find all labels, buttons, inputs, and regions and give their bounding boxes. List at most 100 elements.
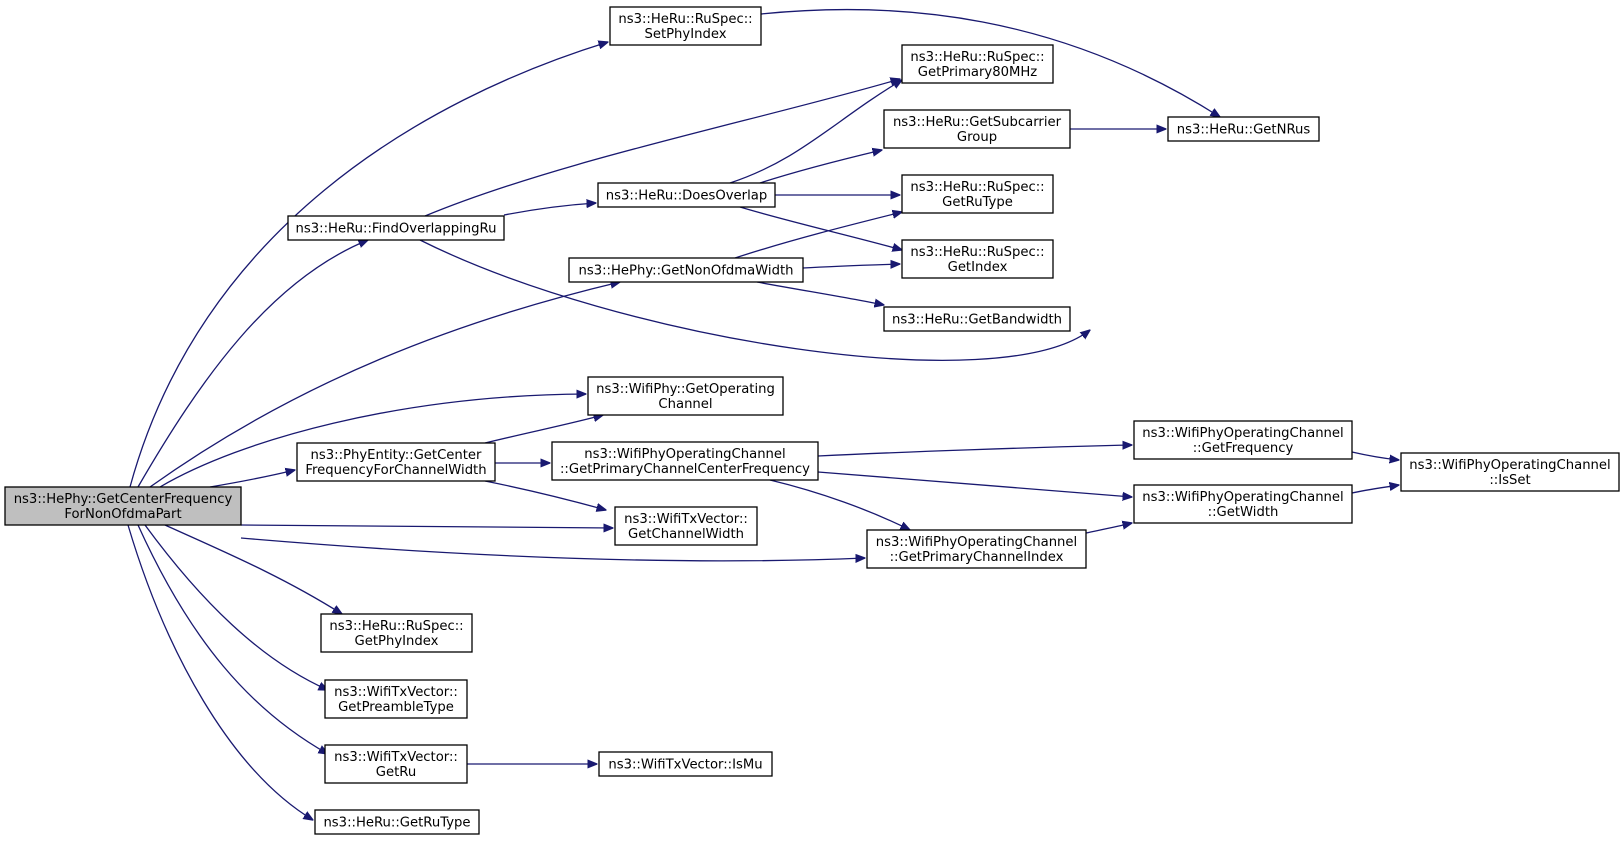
edge-line	[240, 537, 865, 561]
edge-line	[769, 479, 910, 530]
node-box[interactable]	[1133, 420, 1353, 460]
node-label-line: GetRuType	[942, 195, 1013, 210]
edge-n5-n8	[739, 206, 902, 250]
node-n7[interactable]: ns3::HeRu::FindOverlappingRu	[287, 215, 505, 241]
node-label-line: ns3::HeRu::GetSubcarrier	[893, 115, 1062, 130]
edge-n9-n10	[756, 281, 884, 305]
node-n20[interactable]: ns3::WifiTxVector::GetPreambleType	[324, 679, 468, 719]
node-box[interactable]	[320, 613, 473, 653]
node-box[interactable]	[568, 257, 804, 283]
node-label-line: GetPreambleType	[338, 700, 454, 715]
edge-n14-n15	[1351, 451, 1399, 460]
node-label-line: ns3::HePhy::GetNonOfdmaWidth	[578, 264, 793, 279]
node-box[interactable]	[901, 174, 1054, 214]
edge-n7-n4	[419, 239, 1090, 361]
node-n15[interactable]: ns3::WifiPhyOperatingChannel::IsSet	[1400, 452, 1620, 492]
edge-n13-n18	[769, 479, 910, 530]
node-label-line: ns3::HeRu::RuSpec::	[910, 50, 1044, 65]
node-box[interactable]	[1133, 484, 1353, 524]
node-label-line: ns3::HeRu::GetBandwidth	[892, 313, 1062, 328]
node-n1[interactable]: ns3::HeRu::RuSpec::SetPhyIndex	[609, 6, 762, 46]
node-box[interactable]	[901, 44, 1054, 84]
node-box[interactable]	[324, 679, 468, 719]
edge-n0-n19	[164, 524, 342, 614]
edge-n12-n16	[484, 480, 606, 510]
node-n8[interactable]: ns3::HeRu::RuSpec::GetIndex	[901, 239, 1054, 279]
node-box[interactable]	[314, 809, 480, 835]
node-n4[interactable]: ns3::HeRu::GetNRus	[1167, 116, 1320, 142]
node-n5[interactable]: ns3::HeRu::DoesOverlap	[597, 182, 776, 208]
edge-line	[817, 471, 1132, 497]
node-n13[interactable]: ns3::WifiPhyOperatingChannel::GetPrimary…	[551, 441, 819, 481]
edge-line	[756, 281, 884, 305]
edge-line	[484, 415, 603, 444]
node-box[interactable]	[1400, 452, 1620, 492]
edge-n0-n1	[129, 42, 608, 488]
node-n23[interactable]: ns3::HeRu::GetRuType	[314, 809, 480, 835]
node-label-line: ::IsSet	[1489, 473, 1530, 488]
edge-n7-n5	[503, 203, 596, 216]
node-n16[interactable]: ns3::WifiTxVector::GetChannelWidth	[614, 506, 758, 546]
node-n2[interactable]: ns3::HeRu::RuSpec::GetPrimary80MHz	[901, 44, 1054, 84]
node-n17[interactable]: ns3::WifiPhyOperatingChannel::GetWidth	[1133, 484, 1353, 524]
node-label-line: GetRu	[376, 765, 416, 780]
node-box[interactable]	[883, 306, 1071, 332]
node-n14[interactable]: ns3::WifiPhyOperatingChannel::GetFrequen…	[1133, 420, 1353, 460]
node-label-line: ns3::WifiPhyOperatingChannel	[584, 447, 785, 462]
node-n18[interactable]: ns3::WifiPhyOperatingChannel::GetPrimary…	[866, 529, 1087, 569]
node-label-line: ::GetWidth	[1208, 505, 1279, 520]
node-box[interactable]	[598, 751, 773, 777]
edge-line	[817, 445, 1132, 457]
node-label-line: Channel	[658, 397, 712, 412]
node-n0[interactable]: ns3::HePhy::GetCenterFrequencyForNonOfdm…	[4, 486, 242, 526]
edge-line	[802, 264, 900, 268]
edge-line	[419, 239, 1090, 361]
node-box[interactable]	[614, 506, 758, 546]
node-box[interactable]	[324, 744, 468, 784]
edge-n0-n12	[209, 470, 295, 488]
node-label-line: ForNonOfdmaPart	[64, 507, 181, 522]
node-n6[interactable]: ns3::HeRu::RuSpec::GetRuType	[901, 174, 1054, 214]
edges-layer	[127, 8, 1399, 820]
node-label-line: ns3::HeRu::RuSpec::	[910, 180, 1044, 195]
edge-n0-n23	[127, 524, 313, 820]
node-label-line: ns3::HeRu::RuSpec::	[910, 245, 1044, 260]
edge-line	[729, 80, 902, 184]
node-label-line: ::GetPrimaryChannelIndex	[890, 550, 1064, 565]
node-label-line: GetPrimary80MHz	[918, 65, 1038, 80]
edge-line	[209, 470, 295, 488]
node-n22[interactable]: ns3::WifiTxVector::IsMu	[598, 751, 773, 777]
node-box[interactable]	[866, 529, 1087, 569]
node-label-line: ::GetFrequency	[1193, 441, 1294, 456]
node-box[interactable]	[597, 182, 776, 208]
edge-n9-n8	[802, 264, 900, 268]
node-label-line: ::GetPrimaryChannelCenterFrequency	[560, 462, 810, 477]
edge-line	[1085, 523, 1132, 534]
node-label-line: ns3::HeRu::RuSpec::	[329, 619, 463, 634]
edge-n13-n14	[817, 445, 1132, 457]
node-n19[interactable]: ns3::HeRu::RuSpec::GetPhyIndex	[320, 613, 473, 653]
node-box[interactable]	[901, 239, 1054, 279]
node-box[interactable]	[609, 6, 762, 46]
node-box[interactable]	[287, 215, 505, 241]
node-box[interactable]	[551, 441, 819, 481]
node-label-line: ns3::WifiPhyOperatingChannel	[876, 535, 1077, 550]
node-label-line: ns3::WifiPhy::GetOperating	[596, 382, 775, 397]
node-box[interactable]	[587, 376, 784, 416]
edge-n0-n11	[159, 394, 586, 488]
node-label-line: ns3::WifiPhyOperatingChannel	[1409, 458, 1610, 473]
edge-line	[759, 150, 882, 184]
node-n10[interactable]: ns3::HeRu::GetBandwidth	[883, 306, 1071, 332]
node-n9[interactable]: ns3::HePhy::GetNonOfdmaWidth	[568, 257, 804, 283]
edge-line	[734, 212, 902, 259]
node-label-line: Group	[957, 130, 997, 145]
node-box[interactable]	[296, 442, 496, 482]
node-n12[interactable]: ns3::PhyEntity::GetCenterFrequencyForCha…	[296, 442, 496, 482]
node-box[interactable]	[1167, 116, 1320, 142]
edge-n5-n2	[729, 80, 902, 184]
node-box[interactable]	[4, 486, 242, 526]
node-n21[interactable]: ns3::WifiTxVector::GetRu	[324, 744, 468, 784]
node-box[interactable]	[883, 109, 1071, 149]
